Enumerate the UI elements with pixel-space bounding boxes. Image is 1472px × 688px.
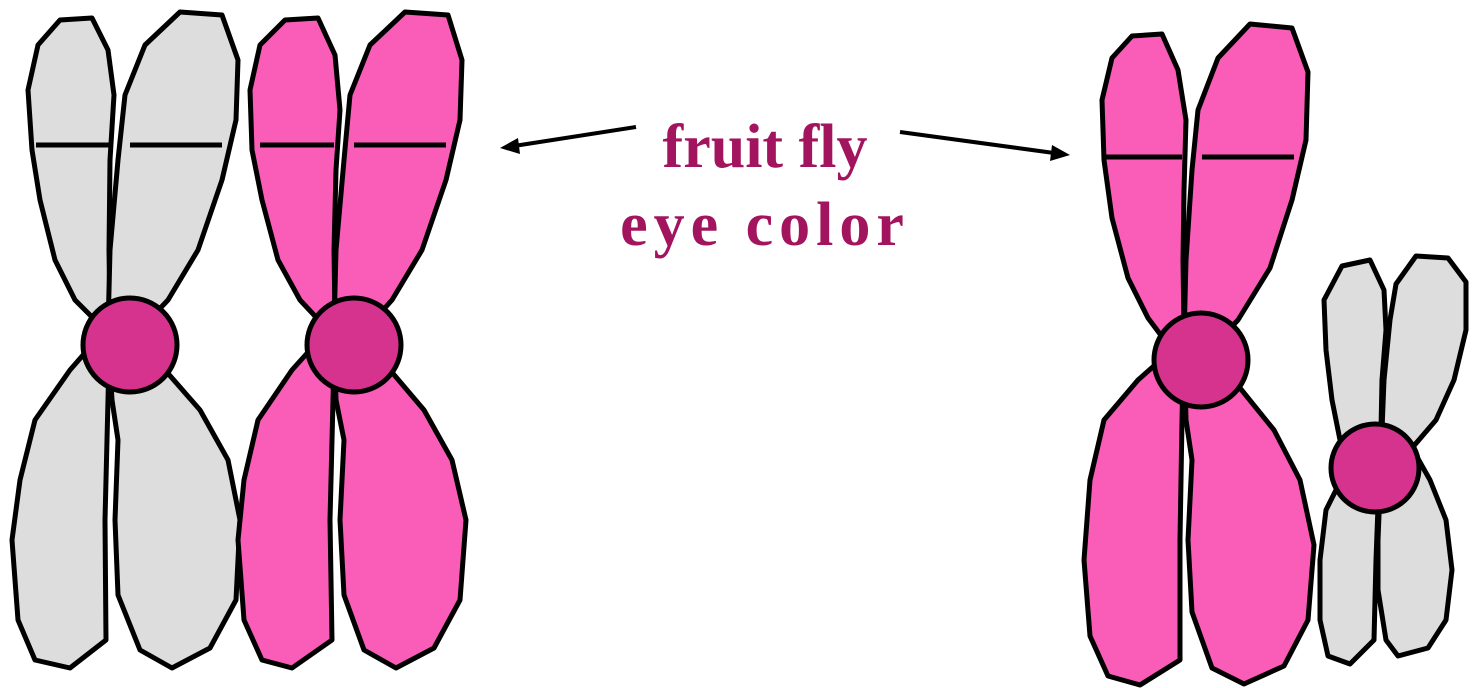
gray-chromosome-left-centromere (83, 298, 177, 392)
pink-chromosome-right-centromere (1154, 313, 1248, 407)
gray-chromosome-small (1320, 256, 1466, 664)
pink-chromosome-left-centromere (307, 298, 401, 392)
label-eye-color: eye color (600, 194, 930, 256)
pink-chromosome-left (238, 12, 466, 668)
pink-chromosome-right (1084, 24, 1314, 685)
gray-chromosome-left (12, 12, 240, 668)
label-fruit-fly: fruit fly (600, 116, 930, 178)
gray-chromosome-small-centromere (1331, 424, 1419, 512)
